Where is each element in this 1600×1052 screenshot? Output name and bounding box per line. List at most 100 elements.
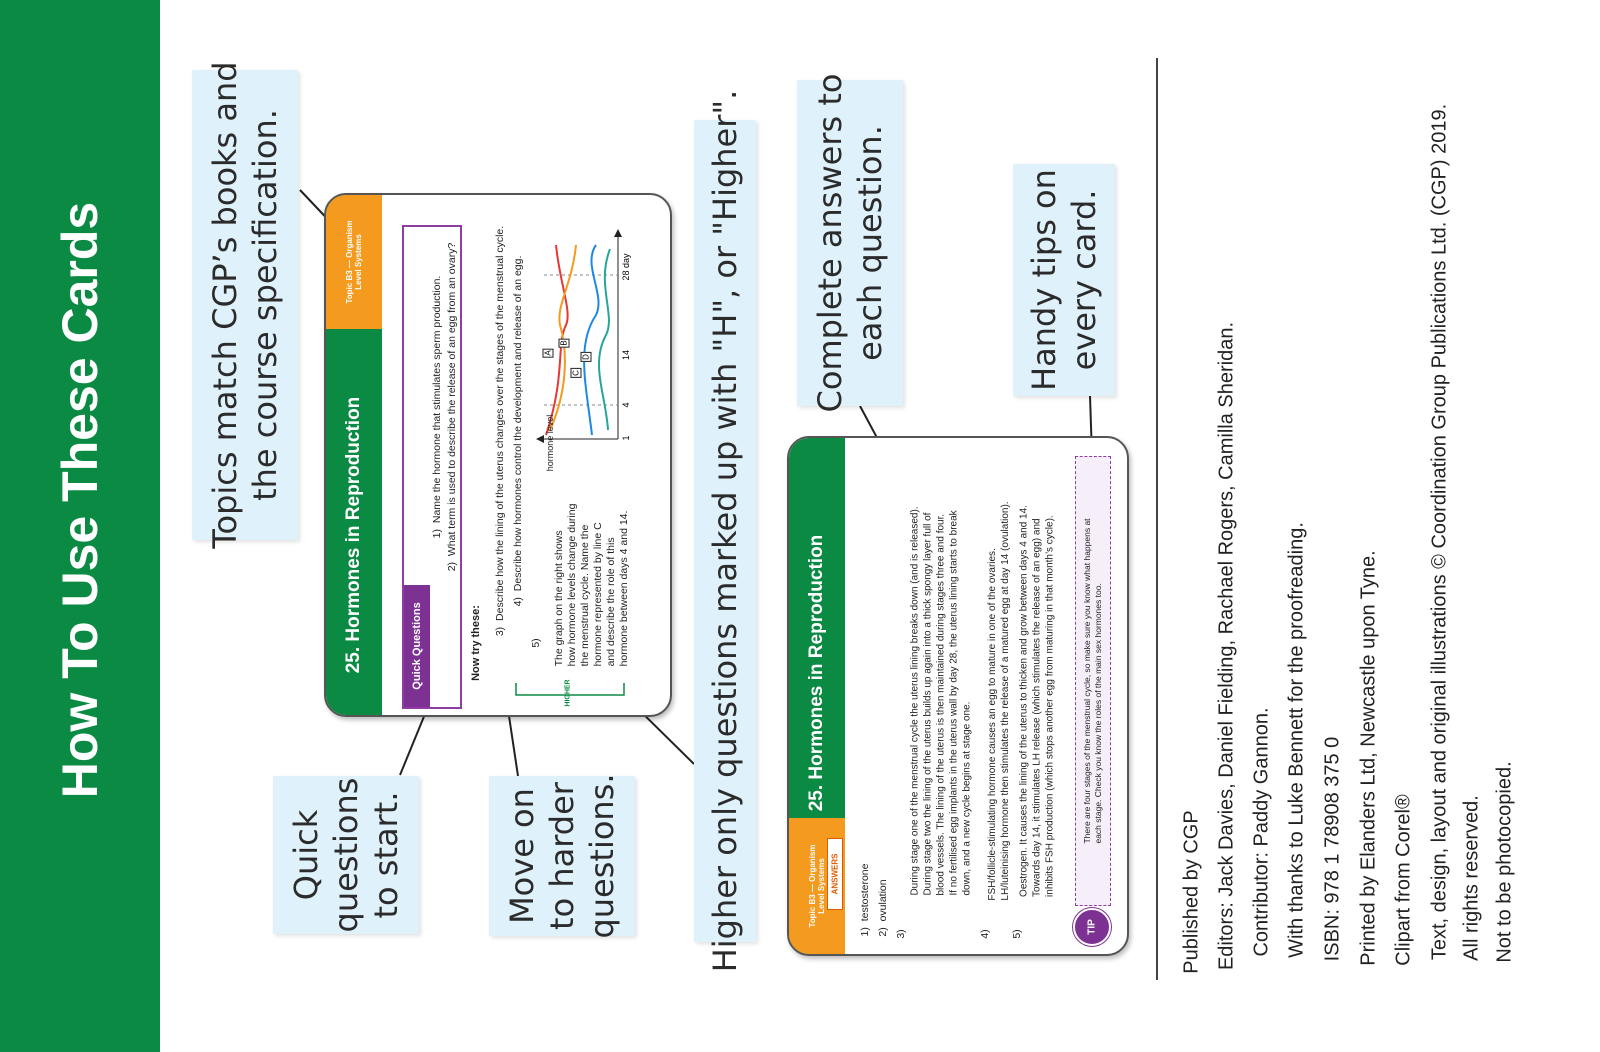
callout-move-on-line3: questions.: [583, 773, 621, 939]
graph-label-a: A: [542, 348, 554, 358]
graph-ylabel: hormone level: [545, 414, 555, 472]
answer-5-line-2: Towards day 14, it stimulates LH release…: [1031, 518, 1043, 897]
answers-badge: ANSWERS: [827, 838, 843, 910]
graph-label-b: B: [558, 338, 570, 348]
answer-3-line-1: During stage one of the menstrual cycle …: [909, 506, 921, 896]
credits-divider: [1156, 58, 1158, 980]
question-5-text: The graph on the right shows how hormone…: [553, 504, 631, 667]
question-card-title: 25. Hormones in Reproduction: [343, 396, 364, 674]
callout-topics-line2: the course specification.: [246, 109, 284, 501]
callout-tips-line2: every card.: [1065, 189, 1103, 371]
graph-line-d: [598, 248, 611, 431]
question-3-num: 3): [494, 626, 506, 637]
answer-4-line-2: LH/luteinising hormone then stimulates t…: [1000, 501, 1011, 901]
title-band: How To Use These Cards: [0, 0, 160, 1052]
callout-higher-text: Higher only questions marked up with "H"…: [706, 89, 744, 973]
answer-5-num: 5): [1011, 929, 1023, 939]
quick-question-1-num: 1): [431, 528, 443, 539]
credit-contributor: Contributor: Paddy Gannon.: [1250, 707, 1273, 957]
callout-move-on-line2: to harder: [543, 782, 581, 930]
answer-3-line-5: down, and a new cycle begins at stage on…: [961, 701, 973, 896]
answer-card-topic-line2: Level Systems: [817, 858, 826, 914]
credit-copyright: Text, design, layout and original illust…: [1428, 103, 1451, 961]
quick-question-2-num: 2): [446, 561, 458, 572]
answer-card-title: 25. Hormones in Reproduction: [806, 534, 827, 812]
question-5-line-6: hormone between days 4 and 14.: [618, 510, 630, 667]
quick-questions-box: Quick Questions 1) Name the hormone that…: [402, 225, 462, 709]
tip-line-2: each stage. Check you know the roles of …: [1093, 583, 1103, 844]
tip-icon: TIP: [1073, 908, 1111, 946]
answer-4: FSH/follicle-stimulating hormone causes …: [986, 501, 1012, 900]
quick-question-2-text: What term is used to describe the releas…: [446, 242, 458, 557]
answer-3-line-4: If no fertilised egg implants in the ute…: [948, 510, 960, 896]
callout-tips: Handy tips on every card.: [1013, 164, 1115, 396]
answer-1-text: testosterone: [859, 863, 871, 922]
credit-printed: Printed by Elanders Ltd, Newcastle upon …: [1357, 550, 1380, 966]
answer-2-num: 2): [877, 927, 889, 937]
callout-quick: Quick questions to start.: [273, 776, 419, 934]
answer-1-num: 1): [859, 927, 871, 937]
question-4-num: 4): [512, 597, 524, 607]
quick-question-1: 1) Name the hormone that stimulates sper…: [431, 276, 443, 539]
callout-quick-line2: questions: [327, 777, 365, 933]
callout-move-on: Move on to harder questions.: [489, 773, 635, 939]
answer-1: 1) testosterone: [859, 864, 871, 937]
answers-label: ANSWERS: [830, 853, 840, 895]
answer-5: Oestrogen. It causes the lining of the u…: [1018, 505, 1057, 897]
question-4-text: Describe how hormones control the develo…: [512, 255, 524, 592]
graph-xtick-4: 4: [621, 402, 631, 408]
answer-5-line-1: Oestrogen. It causes the lining of the u…: [1018, 505, 1030, 897]
callout-topics: Topics match CGP’s books and the course …: [192, 61, 298, 549]
tip-text: There are four stages of the menstrual c…: [1082, 518, 1104, 843]
callout-quick-line3: to start.: [367, 791, 405, 919]
callout-complete: Complete answers to each question.: [797, 74, 903, 412]
question-5-line-4: hormone represented by line C: [592, 522, 604, 667]
credit-clipart: Clipart from Corel®: [1392, 794, 1415, 966]
callout-move-on-line1: Move on: [503, 788, 541, 924]
question-4: 4) Describe how hormones control the dev…: [512, 256, 524, 607]
answer-4-num: 4): [979, 929, 991, 939]
graph-line-a: [545, 244, 569, 436]
answer-3-line-3: blood vessels. The lining of the uterus …: [935, 513, 947, 896]
hormone-graph: [536, 229, 622, 443]
graph-line-c: [583, 244, 600, 436]
credit-photocopy: Not to be photocopied.: [1493, 761, 1516, 963]
tip-label: TIP: [1086, 919, 1098, 935]
answer-2: 2) ovulation: [877, 879, 889, 936]
credit-thanks: With thanks to Luke Bennett for the proo…: [1285, 522, 1308, 958]
answer-4-line-1: FSH/follicle-stimulating hormone causes …: [987, 548, 998, 901]
quick-questions-label: Quick Questions: [411, 602, 423, 690]
credit-editors: Editors: Jack Davies, Daniel Fielding, R…: [1215, 321, 1238, 971]
quick-questions-tab: Quick Questions: [404, 585, 430, 707]
question-card: 25. Hormones in Reproduction Topic B3 — …: [324, 193, 672, 717]
answer-3-line-2: During stage two the lining of the uteru…: [922, 512, 934, 896]
question-3-text: Describe how the lining of the uterus ch…: [494, 225, 506, 621]
question-3: 3) Describe how the lining of the uterus…: [494, 226, 506, 636]
answer-5-line-3: inhibits FSH production (which stops ano…: [1044, 515, 1056, 897]
answer-2-text: ovulation: [877, 879, 889, 922]
now-try-heading: Now try these:: [470, 605, 482, 681]
answer-card-topic-line1: Topic B3 — Organism: [808, 844, 817, 928]
tip-box: There are four stages of the menstrual c…: [1075, 456, 1111, 906]
graph-line-b: [549, 244, 577, 431]
callout-quick-line1: Quick: [287, 809, 325, 901]
graph-xtick-14: 14: [621, 349, 631, 361]
higher-mark: HIGHER: [564, 679, 572, 707]
tip-line-1: There are four stages of the menstrual c…: [1082, 518, 1092, 844]
graph-label-c: C: [570, 368, 582, 378]
question-5-line-1: The graph on the right shows: [553, 530, 565, 667]
question-card-topic-line1: Topic B3 — Organism: [345, 220, 354, 304]
credit-rights: All rights reserved.: [1460, 795, 1483, 961]
question-5-line-2: how hormone levels change during: [566, 503, 578, 667]
quick-question-1-text: Name the hormone that stimulates sperm p…: [431, 275, 443, 524]
question-5-line-3: the menstrual cycle. Name the: [579, 524, 591, 667]
answer-3-num: 3): [895, 929, 907, 939]
callout-complete-line1: Complete answers to: [811, 73, 849, 413]
question-card-topic-line2: Level Systems: [354, 234, 363, 290]
callout-complete-line2: each question.: [851, 125, 889, 361]
graph-xtick-1: 1: [621, 435, 631, 441]
question-card-topic-tab: Topic B3 — Organism Level Systems: [326, 195, 382, 329]
graph-label-d: D: [580, 352, 592, 362]
question-5-num: 5): [530, 638, 542, 648]
